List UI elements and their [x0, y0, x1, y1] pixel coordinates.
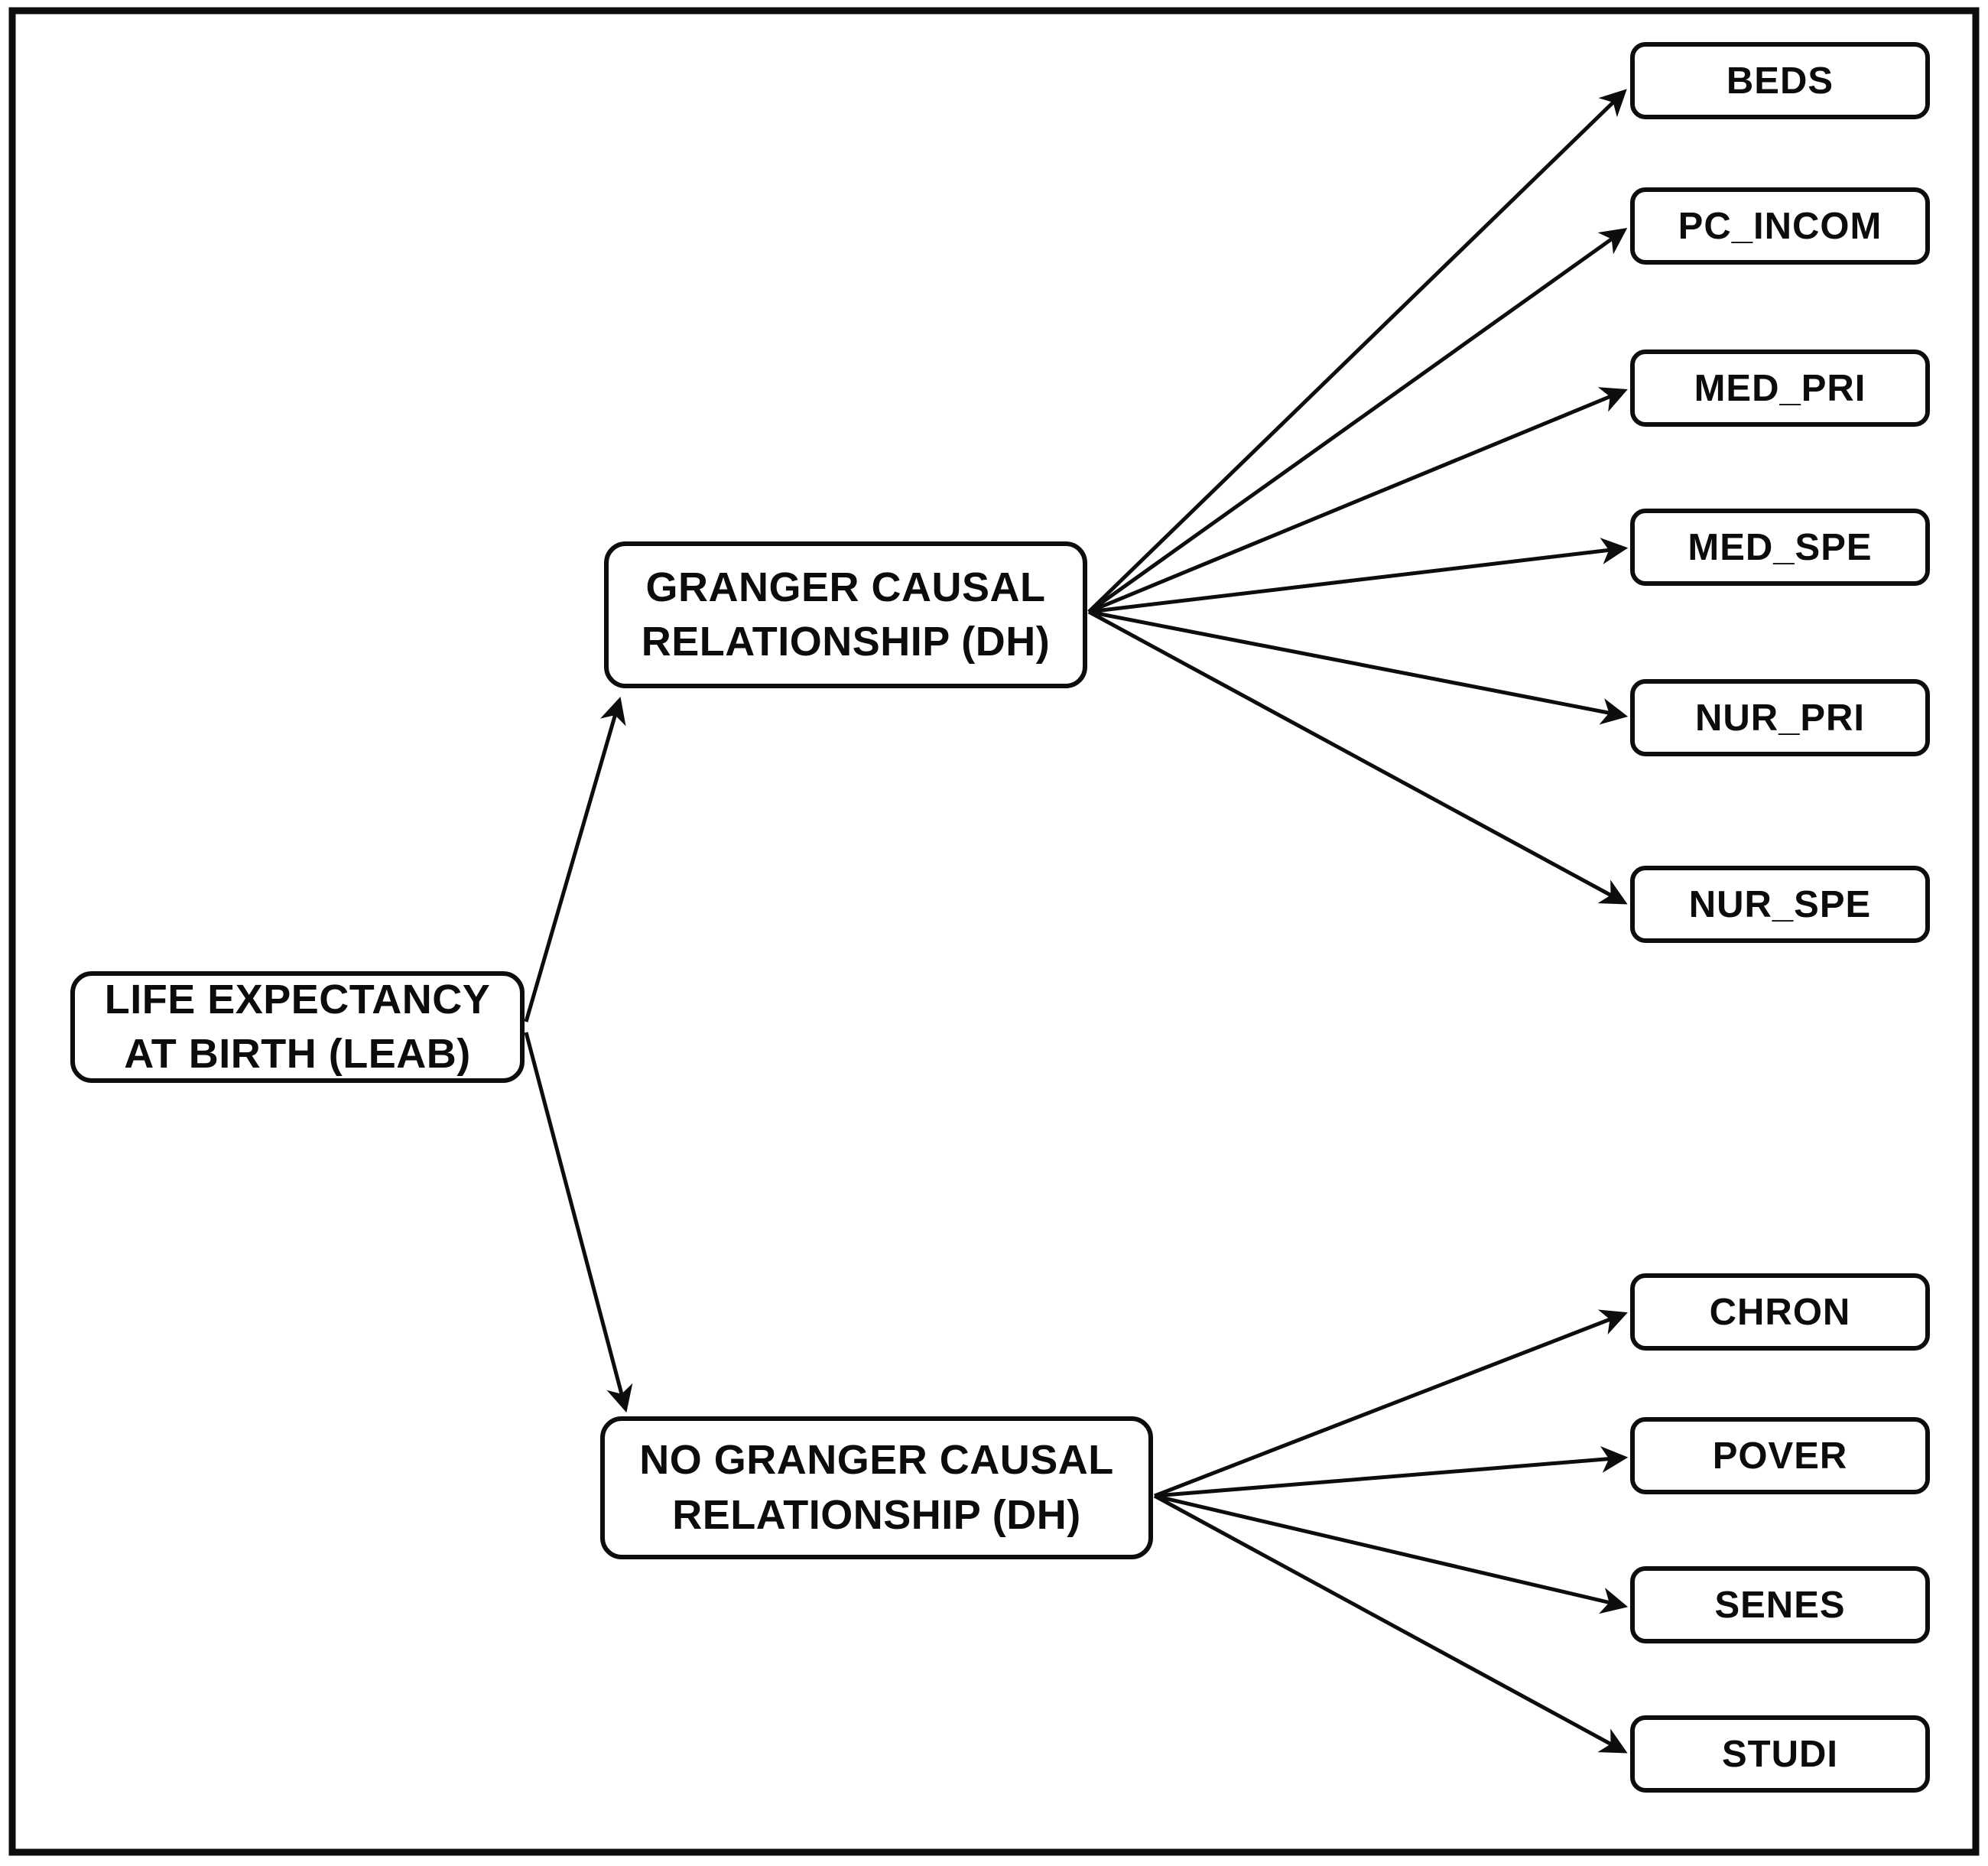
arrow-granger-to-med-pri [1088, 387, 1628, 614]
node-label-line: AT BIRTH (LEAB) [124, 1031, 471, 1077]
arrow-no-granger-to-chron [1154, 1309, 1628, 1498]
node-label: CHRON [1709, 1291, 1851, 1333]
node-label-line: RELATIONSHIP (DH) [641, 619, 1051, 665]
arrow-no-granger-to-studi [1153, 1494, 1628, 1754]
node-chron: CHRON [1630, 1273, 1930, 1351]
node-label-line: GRANGER CAUSAL [645, 564, 1046, 610]
arrow-granger-to-beds [1087, 89, 1627, 613]
node-nur-spe: NUR_SPE [1630, 866, 1930, 943]
arrow-no-granger-to-senes [1154, 1494, 1629, 1614]
node-nur-pri: NUR_PRI [1630, 679, 1930, 756]
node-label-line: RELATIONSHIP (DH) [672, 1491, 1081, 1538]
node-med-pri: MED_PRI [1630, 349, 1930, 427]
figure-border [8, 7, 1980, 1856]
arrow-no-granger-to-pover [1154, 1445, 1629, 1498]
node-label: BEDS [1726, 60, 1834, 102]
node-label: STUDI [1722, 1733, 1838, 1775]
arrow-leab-to-no-granger [524, 1032, 633, 1413]
node-beds: BEDS [1630, 42, 1930, 119]
arrow-granger-to-nur-pri [1088, 610, 1629, 725]
node-label-line: LIFE EXPECTANCY [104, 976, 491, 1022]
node-label: PC_INCOM [1678, 205, 1882, 247]
node-label: POVER [1712, 1435, 1848, 1477]
arrow-granger-to-med-spe [1088, 538, 1629, 614]
node-label: NUR_PRI [1694, 697, 1866, 739]
node-label: MED_PRI [1694, 367, 1866, 409]
node-label-line: NO GRANGER CAUSAL [639, 1437, 1114, 1484]
node-senes: SENES [1630, 1566, 1930, 1643]
arrow-leab-to-granger [524, 696, 626, 1022]
node-med-spe: MED_SPE [1630, 509, 1930, 586]
node-label: SENES [1714, 1584, 1846, 1626]
node-life-expectancy-at-birth: LIFE EXPECTANCY AT BIRTH (LEAB) [70, 971, 525, 1083]
node-no-granger-causal-relationship: NO GRANGER CAUSAL RELATIONSHIP (DH) [600, 1416, 1153, 1559]
node-studi: STUDI [1630, 1715, 1930, 1793]
arrow-granger-to-nur-spe [1087, 610, 1628, 905]
node-pc-incom: PC_INCOM [1630, 187, 1930, 265]
node-label: MED_SPE [1688, 526, 1873, 568]
node-granger-causal-relationship: GRANGER CAUSAL RELATIONSHIP (DH) [604, 541, 1087, 688]
node-pover: POVER [1630, 1417, 1930, 1494]
node-label: NUR_SPE [1688, 883, 1872, 925]
arrow-granger-to-pc-incom [1087, 227, 1628, 614]
